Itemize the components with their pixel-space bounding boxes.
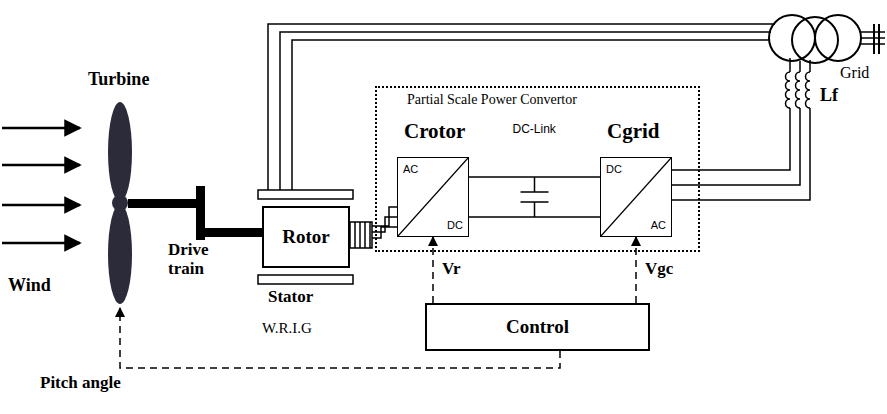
control-signal [635, 237, 637, 303]
filter-label: Lf [820, 86, 838, 106]
control-box: Control [425, 303, 650, 351]
slip-rings [350, 222, 372, 248]
inductor-coil [786, 72, 791, 108]
grid-converter-box: CgridDCAC [600, 157, 672, 237]
drive-train-label: Drive train [168, 241, 228, 278]
converter-name: Crotor [404, 120, 465, 143]
control-signal [432, 237, 434, 303]
machine-label: W.R.I.G [262, 320, 312, 337]
pitch-angle-label: Pitch angle [40, 374, 121, 393]
box-label: Control [506, 317, 569, 338]
dc-link [469, 177, 600, 217]
drive-train-shaft [128, 186, 262, 240]
grid-side-wires [668, 58, 810, 200]
grid-label: Grid [840, 64, 869, 82]
dc-link-label: DC-Link [511, 123, 558, 136]
stator-label: Stator [268, 288, 313, 307]
converter-side: DC [447, 219, 463, 231]
converter-group: Partial Scale Power ConvertorCrotorAC DC C… [375, 86, 700, 252]
wind-arrows [2, 128, 80, 243]
converter-side: DC [606, 163, 622, 175]
converter-side: AC [403, 163, 418, 175]
group-heading: Partial Scale Power Convertor [407, 92, 577, 107]
wind-label: Wind [8, 276, 51, 296]
signal-label: Vgc [643, 260, 675, 279]
converter-side: AC [651, 219, 666, 231]
rotor-converter-box: CrotorACDC [397, 157, 469, 237]
rotor-box: Rotor [262, 206, 350, 268]
signal-label: Vr [440, 260, 463, 279]
converter-name: Cgrid [607, 120, 660, 143]
turbine-label: Turbine [88, 70, 149, 90]
inductor-coil [796, 72, 800, 108]
box-label: Rotor [282, 227, 329, 248]
filter-inductors [786, 72, 811, 108]
inductor-coil [806, 72, 811, 108]
stator-bars [258, 190, 353, 284]
transformer [769, 15, 861, 63]
grid-bus [861, 24, 885, 54]
